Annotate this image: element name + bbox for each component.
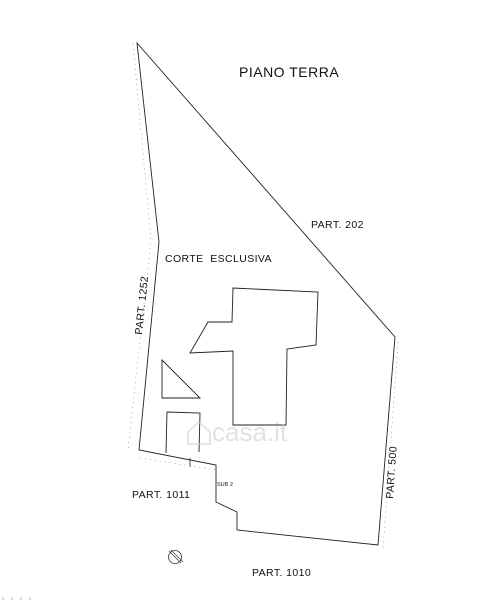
neighbour-line-south	[139, 457, 217, 471]
site-boundary	[136, 41, 396, 546]
parcel-label-southwest: PART. 1011	[132, 489, 190, 501]
casa-logo-icon	[187, 420, 211, 445]
parcel-label-west: PART. 1252	[133, 275, 151, 335]
parcel-label-south: PART. 1010	[252, 567, 311, 579]
triangular-outbuilding	[161, 358, 202, 399]
building-footprint	[189, 287, 319, 426]
courtyard-label: CORTE ESCLUSIVA	[165, 253, 272, 265]
sub-label: SUB 2	[217, 482, 233, 488]
parcel-label-north: PART. 202	[311, 219, 364, 231]
neighbour-line-west	[127, 43, 152, 451]
small-annex	[165, 411, 201, 454]
north-arrow-icon	[168, 549, 184, 564]
watermark-text: casa.it	[212, 417, 288, 447]
plan-title: PIANO TERRA	[239, 64, 339, 80]
parcel-label-east: PART. 500	[384, 446, 400, 500]
